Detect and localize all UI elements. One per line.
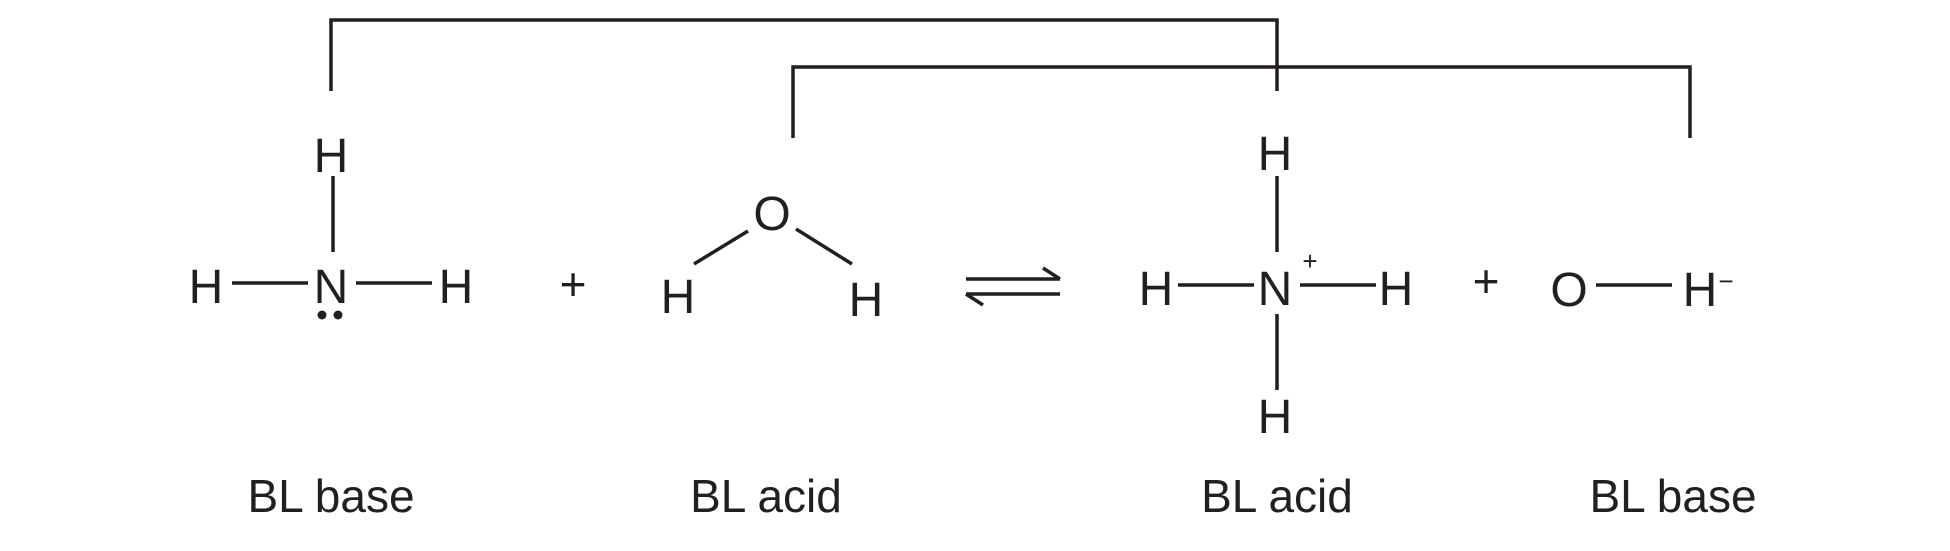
- reverse-arrow-head: [965, 292, 984, 307]
- atom-h-top: H: [1258, 128, 1293, 181]
- negative-charge: −: [1718, 266, 1733, 296]
- positive-charge: +: [1302, 246, 1317, 276]
- label-product-base: BL base: [1589, 470, 1756, 522]
- ammonium-ion: H H N + H H: [1139, 128, 1414, 444]
- conjugate-pair-bracket-base-acid: [329, 18, 1279, 91]
- atom-h: H: [1683, 264, 1718, 317]
- water-molecule: O H H: [661, 188, 884, 327]
- conjugate-pair-bracket-acid-base: [791, 65, 1692, 138]
- atom-n: N: [314, 261, 349, 314]
- bond-o-h-right: [795, 227, 853, 266]
- atom-h-bottom: H: [1258, 391, 1293, 444]
- atom-o: O: [753, 188, 790, 241]
- atom-h-left: H: [1139, 263, 1174, 316]
- lone-pair-dot-right: [333, 310, 343, 320]
- plus-sign-2: +: [1473, 255, 1500, 307]
- atom-h-right: H: [849, 274, 884, 327]
- forward-arrow-head: [1042, 266, 1061, 281]
- label-product-acid: BL acid: [1201, 470, 1353, 522]
- atom-h-right: H: [439, 261, 474, 314]
- lone-pair-dot-left: [317, 310, 327, 320]
- atom-h-right: H: [1379, 263, 1414, 316]
- atom-n: N: [1258, 263, 1293, 316]
- hydroxide-ion: O H −: [1550, 264, 1733, 317]
- plus-sign-1: +: [560, 258, 587, 310]
- ammonia-molecule: H H N H: [189, 130, 474, 320]
- label-reactant-acid: BL acid: [690, 470, 842, 522]
- atom-o: O: [1550, 264, 1587, 317]
- atom-h-left: H: [661, 271, 696, 324]
- atom-h-left: H: [189, 261, 224, 314]
- equilibrium-arrow: [965, 266, 1061, 307]
- bond-o-h-left: [693, 229, 749, 266]
- atom-h-top: H: [314, 130, 349, 183]
- label-reactant-base: BL base: [247, 470, 414, 522]
